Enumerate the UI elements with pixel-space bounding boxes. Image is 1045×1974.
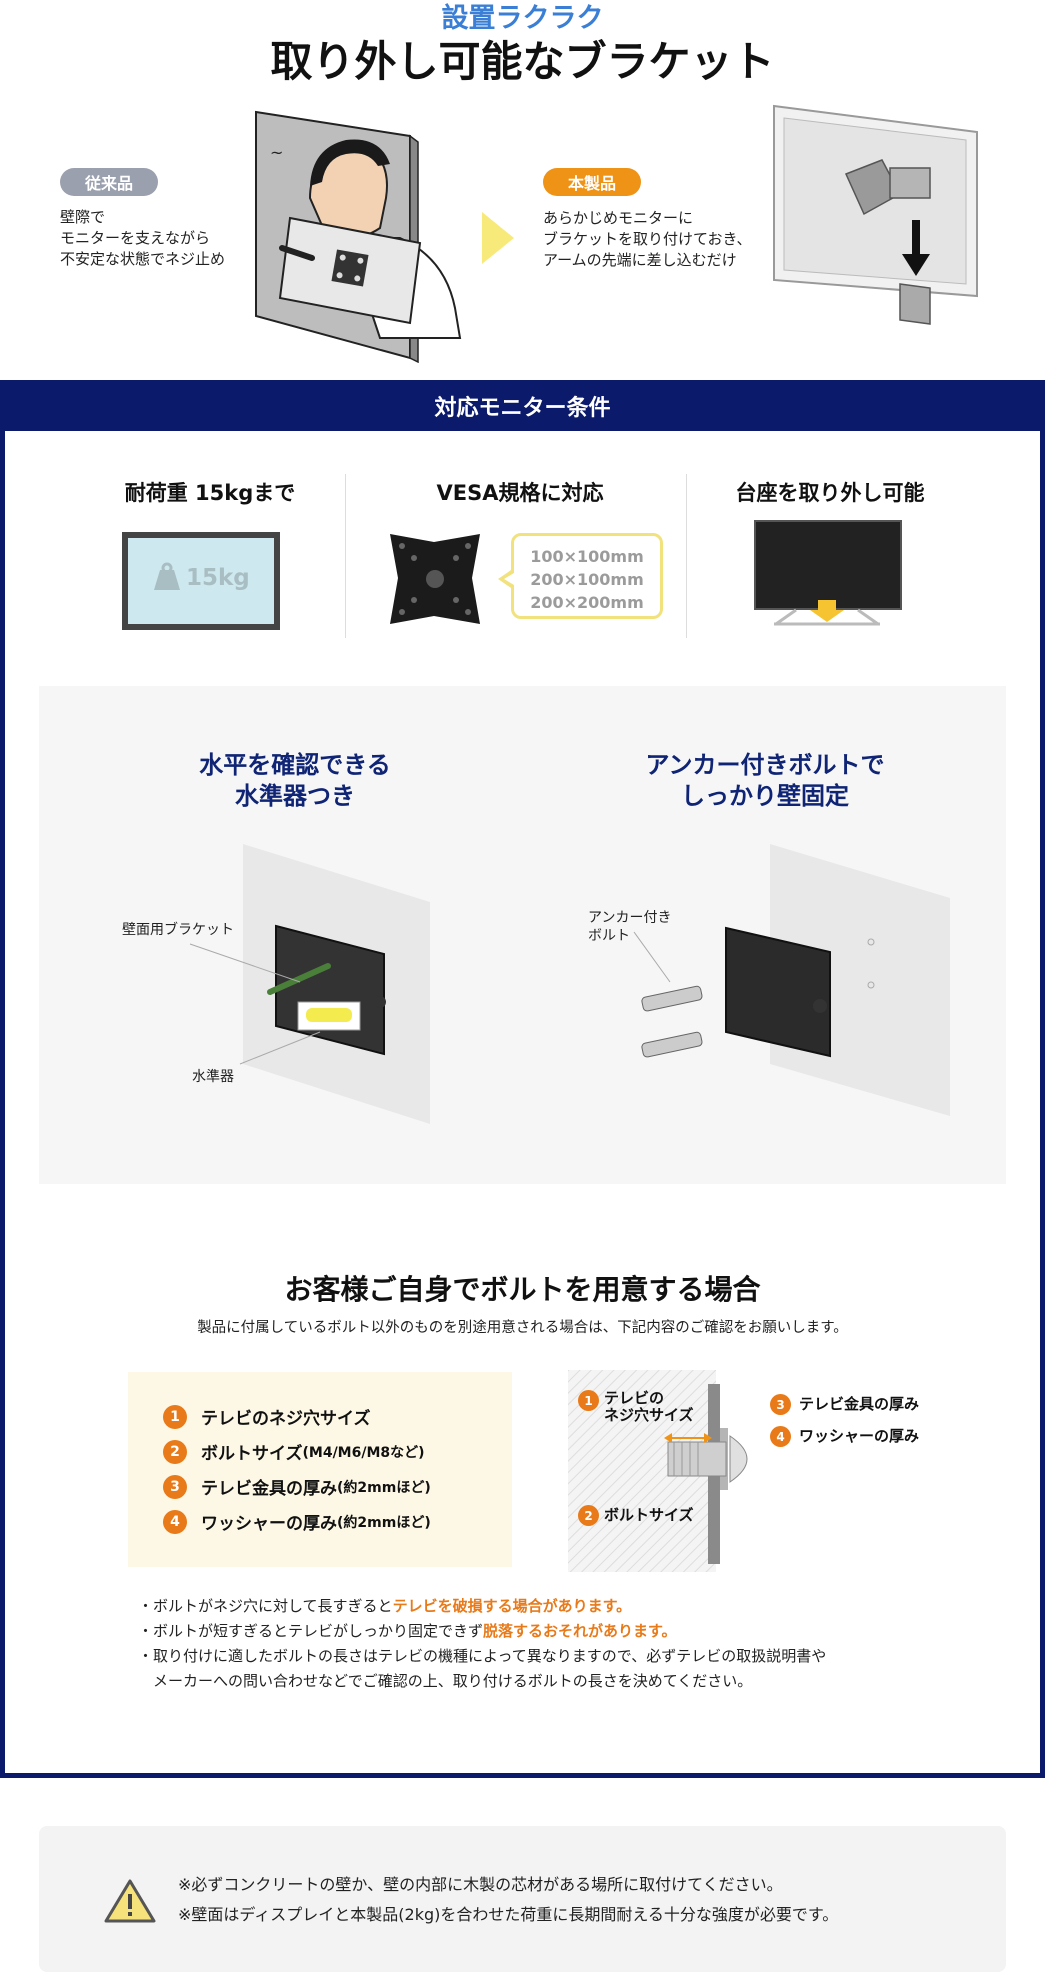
monitor-weight-graphic: 15kg [122, 532, 280, 630]
divider [686, 474, 687, 638]
vesa-sizes-box: 100×100mm 200×100mm 200×200mm [511, 533, 663, 619]
divider [345, 474, 346, 638]
old-product-badge: 従来品 [60, 168, 158, 196]
stand-removable-title: 台座を取り外し可能 [735, 481, 925, 505]
conditions-banner: 対応モニター条件 [434, 395, 611, 421]
bracket-plate-icon [844, 159, 931, 216]
arrow-right-icon [482, 212, 514, 264]
anchor-bolt-label: アンカー付き ボルト [588, 910, 672, 944]
vesa-plate-icon [331, 249, 369, 287]
warning-icon [104, 1879, 156, 1923]
list-item: 2 ボルトサイズ (M4/M6/M8など) [163, 1434, 431, 1469]
level-vial-icon [306, 1008, 352, 1022]
list-item: 3 テレビ金具の厚み (約2mmほど) [163, 1469, 431, 1504]
diagram-label-1: 1 テレビの ネジ穴サイズ [578, 1390, 694, 1424]
bolt-checklist: 1 テレビのネジ穴サイズ 2 ボルトサイズ (M4/M6/M8など) 3 テレビ… [128, 1372, 512, 1567]
vesa-size: 100×100mm [530, 547, 644, 566]
vesa-size: 200×100mm [530, 570, 644, 589]
caution-box [39, 1826, 1006, 1972]
anchor-bolt-icon [641, 985, 703, 1058]
weight-icon [154, 562, 180, 590]
note-line: ・取り付けに適したボルトの長さはテレビの機種によって異なりますので、必ずテレビの… [138, 1647, 827, 1665]
level-feature-title: 水平を確認できる 水準器つき [199, 751, 391, 810]
diagram-label-2: 2 ボルトサイズ [578, 1505, 694, 1526]
weight-label: 15kg [186, 565, 250, 591]
note-line: ・ボルトがネジ穴に対して長すぎるとテレビを破損する場合があります。 [138, 1597, 632, 1615]
vesa-title: VESA規格に対応 [436, 481, 604, 505]
wall-bracket-label: 壁面用ブラケット [122, 922, 234, 938]
removable-stand-icon [774, 600, 880, 626]
vesa-size: 200×200mm [530, 593, 644, 612]
note-line: メーカーへの問い合わせなどでご確認の上、取り付けるボルトの長さを決めてください。 [138, 1672, 753, 1690]
note-line: ・ボルトが短すぎるとテレビがしっかり固定できず脱落するおそれがあります。 [138, 1622, 677, 1640]
bracket-with-level-illustration [189, 844, 430, 1124]
section-subtitle: 設置ラクラク [441, 3, 604, 34]
bolt-section-subtitle: 製品に付属しているボルト以外のものを別途用意される場合は、下記内容のご確認をお願… [197, 1320, 848, 1336]
new-product-desc: あらかじめモニターに ブラケットを取り付けておき、 アームの先端に差し込むだけ [543, 209, 752, 269]
speech-pointer-icon [498, 568, 514, 590]
load-capacity-title: 耐荷重 15kgまで [124, 481, 296, 505]
diagram-label-4: 4 ワッシャーの厚み [770, 1426, 919, 1447]
man-holding-monitor-illustration: ~ [255, 110, 462, 363]
diagram-label-3: 3 テレビ金具の厚み [770, 1394, 919, 1415]
list-item: 1 テレビのネジ穴サイズ [163, 1399, 431, 1434]
caution-text: ※必ずコンクリートの壁か、壁の内部に木製の芯材がある場所に取付けてください。 ※… [178, 1875, 839, 1924]
svg-text:~: ~ [270, 143, 283, 162]
section-title: 取り外し可能なブラケット [270, 37, 775, 86]
bolt-notes: ・ボルトがネジ穴に対して長すぎるとテレビを破損する場合があります。 ・ボルトが短… [138, 1594, 958, 1694]
anchor-feature-title: アンカー付きボルトで しっかり壁固定 [645, 751, 885, 810]
new-product-badge: 本製品 [543, 168, 641, 196]
old-product-desc: 壁際で モニターを支えながら 不安定な状態でネジ止め [60, 208, 226, 268]
level-label: 水準器 [192, 1069, 234, 1085]
anchor-bolt-illustration [633, 844, 950, 1116]
bolt-section-title: お客様ご自身でボルトを用意する場合 [284, 1273, 761, 1306]
monitor-bracket-illustration [773, 104, 978, 325]
vesa-plate-graphic [390, 534, 480, 624]
list-item: 4 ワッシャーの厚み (約2mmほど) [163, 1504, 431, 1539]
